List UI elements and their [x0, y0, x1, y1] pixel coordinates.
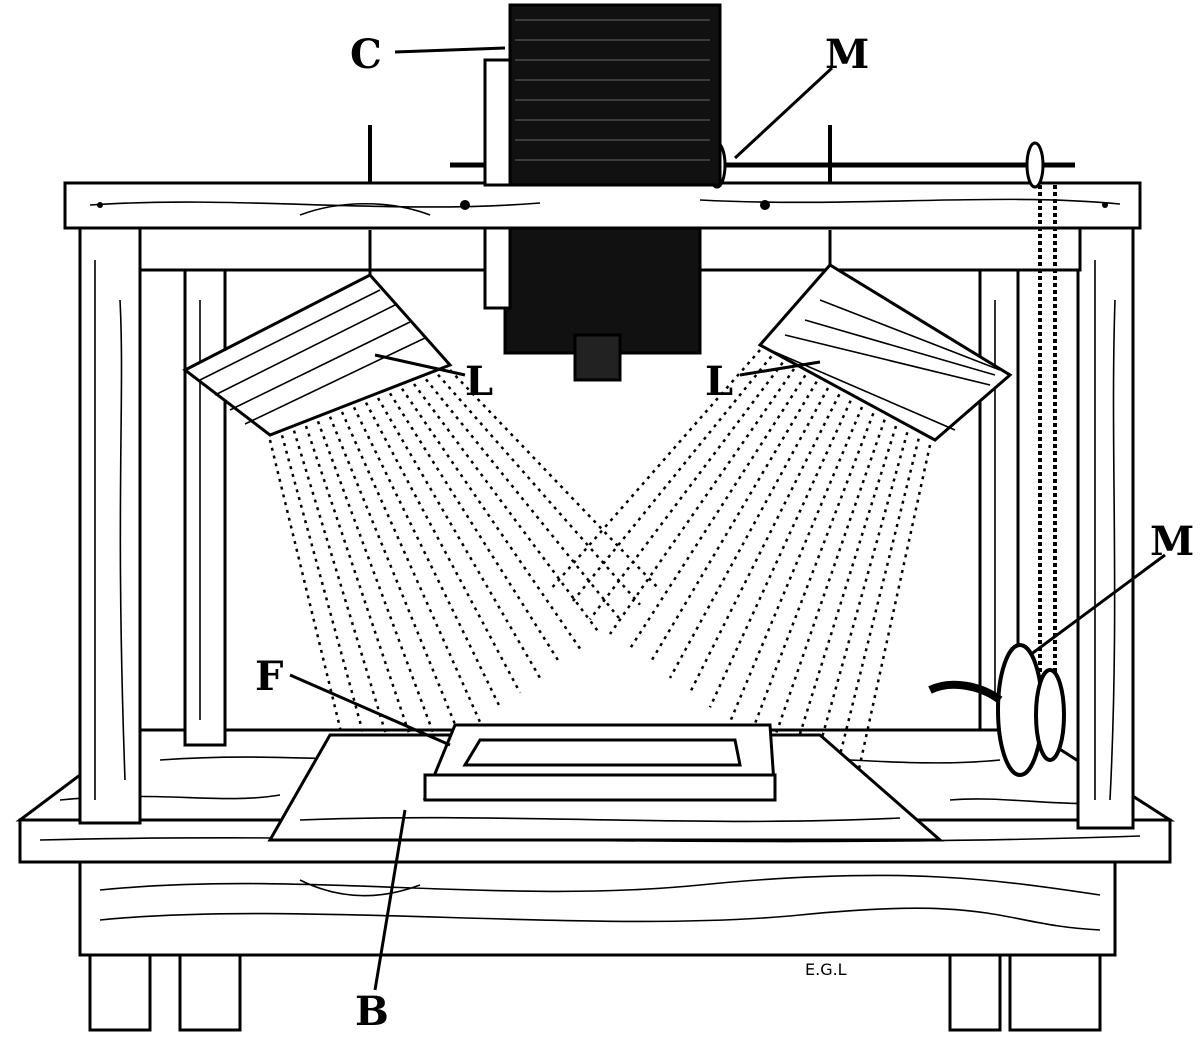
light-ray — [340, 411, 482, 723]
stand-frame — [63, 181, 1142, 830]
light-ray — [608, 368, 796, 635]
label-frame: F — [255, 653, 283, 700]
light-ray — [848, 444, 932, 811]
light-ray — [668, 387, 830, 679]
light-ray — [280, 435, 382, 796]
light-ray — [688, 393, 841, 694]
light-ray — [589, 361, 784, 621]
light-ray — [292, 430, 402, 782]
label-motor-crank: M — [1150, 518, 1194, 565]
light-ray — [808, 431, 909, 782]
light-ray — [569, 355, 773, 606]
label-board: B — [355, 988, 389, 1035]
left-lamp — [182, 230, 453, 437]
light-ray — [628, 374, 807, 650]
light-ray — [388, 392, 562, 664]
light-ray — [768, 419, 886, 752]
light-ray — [364, 402, 522, 694]
light-ray — [376, 397, 542, 679]
light-ray — [828, 438, 920, 796]
light-ray — [549, 349, 761, 591]
label-camera: C — [350, 31, 382, 78]
light-rays — [268, 349, 932, 811]
light-ray — [437, 373, 641, 606]
artist-signature: E.G.L — [805, 960, 847, 979]
light-ray — [400, 387, 582, 650]
label-lamp-right: L — [705, 358, 733, 405]
light-ray — [648, 381, 818, 664]
light-ray — [425, 378, 621, 621]
light-ray — [748, 412, 875, 738]
light-ray — [449, 369, 661, 591]
light-ray — [304, 425, 422, 767]
right-lamp — [757, 230, 1013, 442]
camera-box — [483, 3, 722, 382]
film-frame — [422, 723, 777, 802]
light-ray — [708, 400, 852, 708]
light-ray — [328, 416, 462, 738]
label-lamp-left: L — [465, 358, 493, 405]
light-ray — [352, 406, 502, 708]
light-ray — [788, 425, 898, 767]
light-ray — [316, 420, 442, 752]
label-motor-top: M — [825, 31, 869, 78]
light-ray — [728, 406, 864, 723]
crank-wheel — [928, 643, 1066, 777]
table-legs — [88, 948, 1102, 1032]
table-apron — [78, 858, 1117, 957]
